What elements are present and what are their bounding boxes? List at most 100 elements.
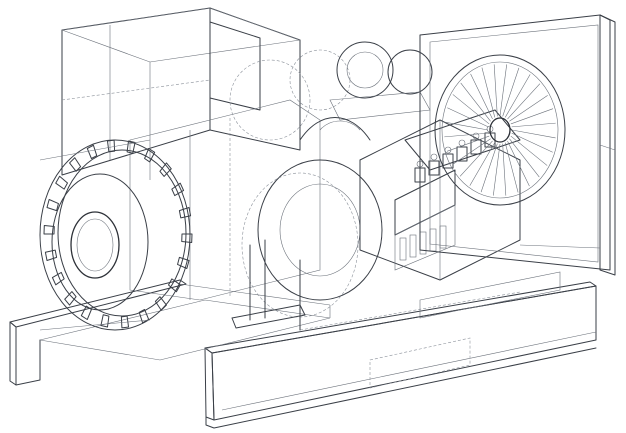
flywheel-tooth [46, 199, 59, 212]
fan-blade [452, 138, 491, 165]
skid-cross-plate [39, 299, 331, 361]
fan-blade [502, 67, 520, 117]
flywheel-tooth [106, 139, 116, 153]
fan-blade [504, 74, 531, 118]
skid-rail-front-end [9, 321, 17, 386]
fan-blades-group [444, 64, 556, 196]
intake-pipe [299, 117, 371, 141]
flywheel-tooth [120, 315, 130, 329]
flywheel-tooth [51, 271, 65, 286]
flywheel-tooth [159, 162, 172, 177]
flywheel-tooth [177, 256, 190, 269]
fan-blade [481, 67, 496, 118]
fan-blade [452, 94, 490, 125]
injector-block [456, 146, 468, 162]
flywheel-rim-outer [39, 139, 191, 331]
fan-blade [444, 121, 489, 131]
turbo-housing-2 [387, 49, 433, 95]
cabinet-front-face [61, 7, 211, 176]
engine-bellhousing [257, 159, 383, 301]
alternator-body [129, 99, 321, 301]
filter-canister [429, 228, 437, 252]
fan-blade [446, 135, 490, 152]
fan-blade [459, 140, 493, 177]
injector-cap [472, 132, 480, 140]
fan-blade [509, 95, 548, 122]
fan-shroud-inner [441, 61, 559, 199]
skid-rail-front-top [9, 279, 187, 328]
skid-rail-front-flange [15, 339, 41, 386]
injector-cap [430, 153, 438, 161]
flywheel-tooth [100, 314, 110, 328]
flywheel-tooth [43, 225, 55, 235]
fan-blade [460, 82, 491, 122]
fan-blade [511, 122, 556, 128]
flywheel-tangent-top [39, 139, 151, 161]
control-cabinet [61, 7, 301, 180]
frame-foot-plate [231, 304, 306, 329]
front-flywheel [39, 139, 193, 331]
cabinet-hidden-line [61, 79, 211, 101]
flywheel-tooth [171, 182, 185, 197]
fan-blade [447, 107, 489, 128]
radiator-side-rib [599, 144, 616, 151]
fan-blade [509, 138, 540, 178]
skid-channel-edge [221, 331, 597, 411]
turbo-inner [346, 51, 384, 89]
radiator-side [599, 14, 616, 276]
flywheel-teeth-group [43, 139, 193, 329]
intake-pipe-inner [319, 120, 361, 131]
fan-blade [469, 142, 496, 186]
flywheel-tooth [86, 144, 98, 160]
turbo-housing [336, 41, 394, 99]
fan-blade [502, 143, 507, 196]
turbo-assembly [299, 41, 433, 141]
fan-blade [510, 108, 554, 125]
base-skid [9, 271, 597, 429]
flywheel-tooth [44, 249, 58, 261]
upper-hidden-circle [229, 59, 311, 141]
filter-canister [439, 225, 447, 249]
filter-canister [399, 237, 407, 261]
fan-blade [470, 73, 493, 120]
skid-channel-top [204, 281, 597, 354]
skid-channel-bottom [205, 347, 597, 429]
cylinder-head-group [399, 125, 496, 261]
fan-blade [507, 140, 530, 187]
flywheel-hub [70, 211, 120, 279]
fan-blade [492, 143, 501, 196]
radiator-base-line [519, 244, 601, 249]
injector-block [428, 160, 440, 176]
flywheel-tooth [64, 291, 77, 306]
fan-blade [511, 129, 556, 139]
injector-block [470, 139, 482, 155]
cabinet-side-face [209, 7, 301, 151]
flywheel-tooth [69, 157, 82, 172]
fan-blade [499, 64, 508, 117]
filter-canister [409, 234, 417, 258]
flywheel-tooth [138, 308, 150, 324]
cabinet-top-face [61, 7, 301, 63]
fan-hub [489, 117, 511, 143]
fan-blade [480, 143, 498, 193]
upper-hidden-circle-2 [289, 49, 351, 111]
skid-hidden-line [299, 291, 521, 331]
fan-blade [444, 132, 489, 138]
skid-cross-line-1 [179, 283, 331, 306]
flywheel-hub-inner [76, 218, 114, 272]
radiator-assembly [419, 14, 616, 276]
fan-blade [511, 132, 553, 153]
fan-blade [504, 142, 519, 193]
skid-rear-plate [419, 271, 561, 319]
fan-blade [507, 83, 541, 120]
flywheel-tooth [181, 233, 193, 243]
fan-shroud-ring [434, 54, 566, 206]
fan-blade [493, 64, 498, 117]
engine-oil-pan [394, 204, 456, 271]
radiator-frame [419, 14, 611, 271]
skid-hidden-box [369, 337, 471, 389]
radiator-core [429, 24, 599, 263]
flywheel-tooth [154, 296, 167, 311]
engine-block [231, 109, 521, 331]
